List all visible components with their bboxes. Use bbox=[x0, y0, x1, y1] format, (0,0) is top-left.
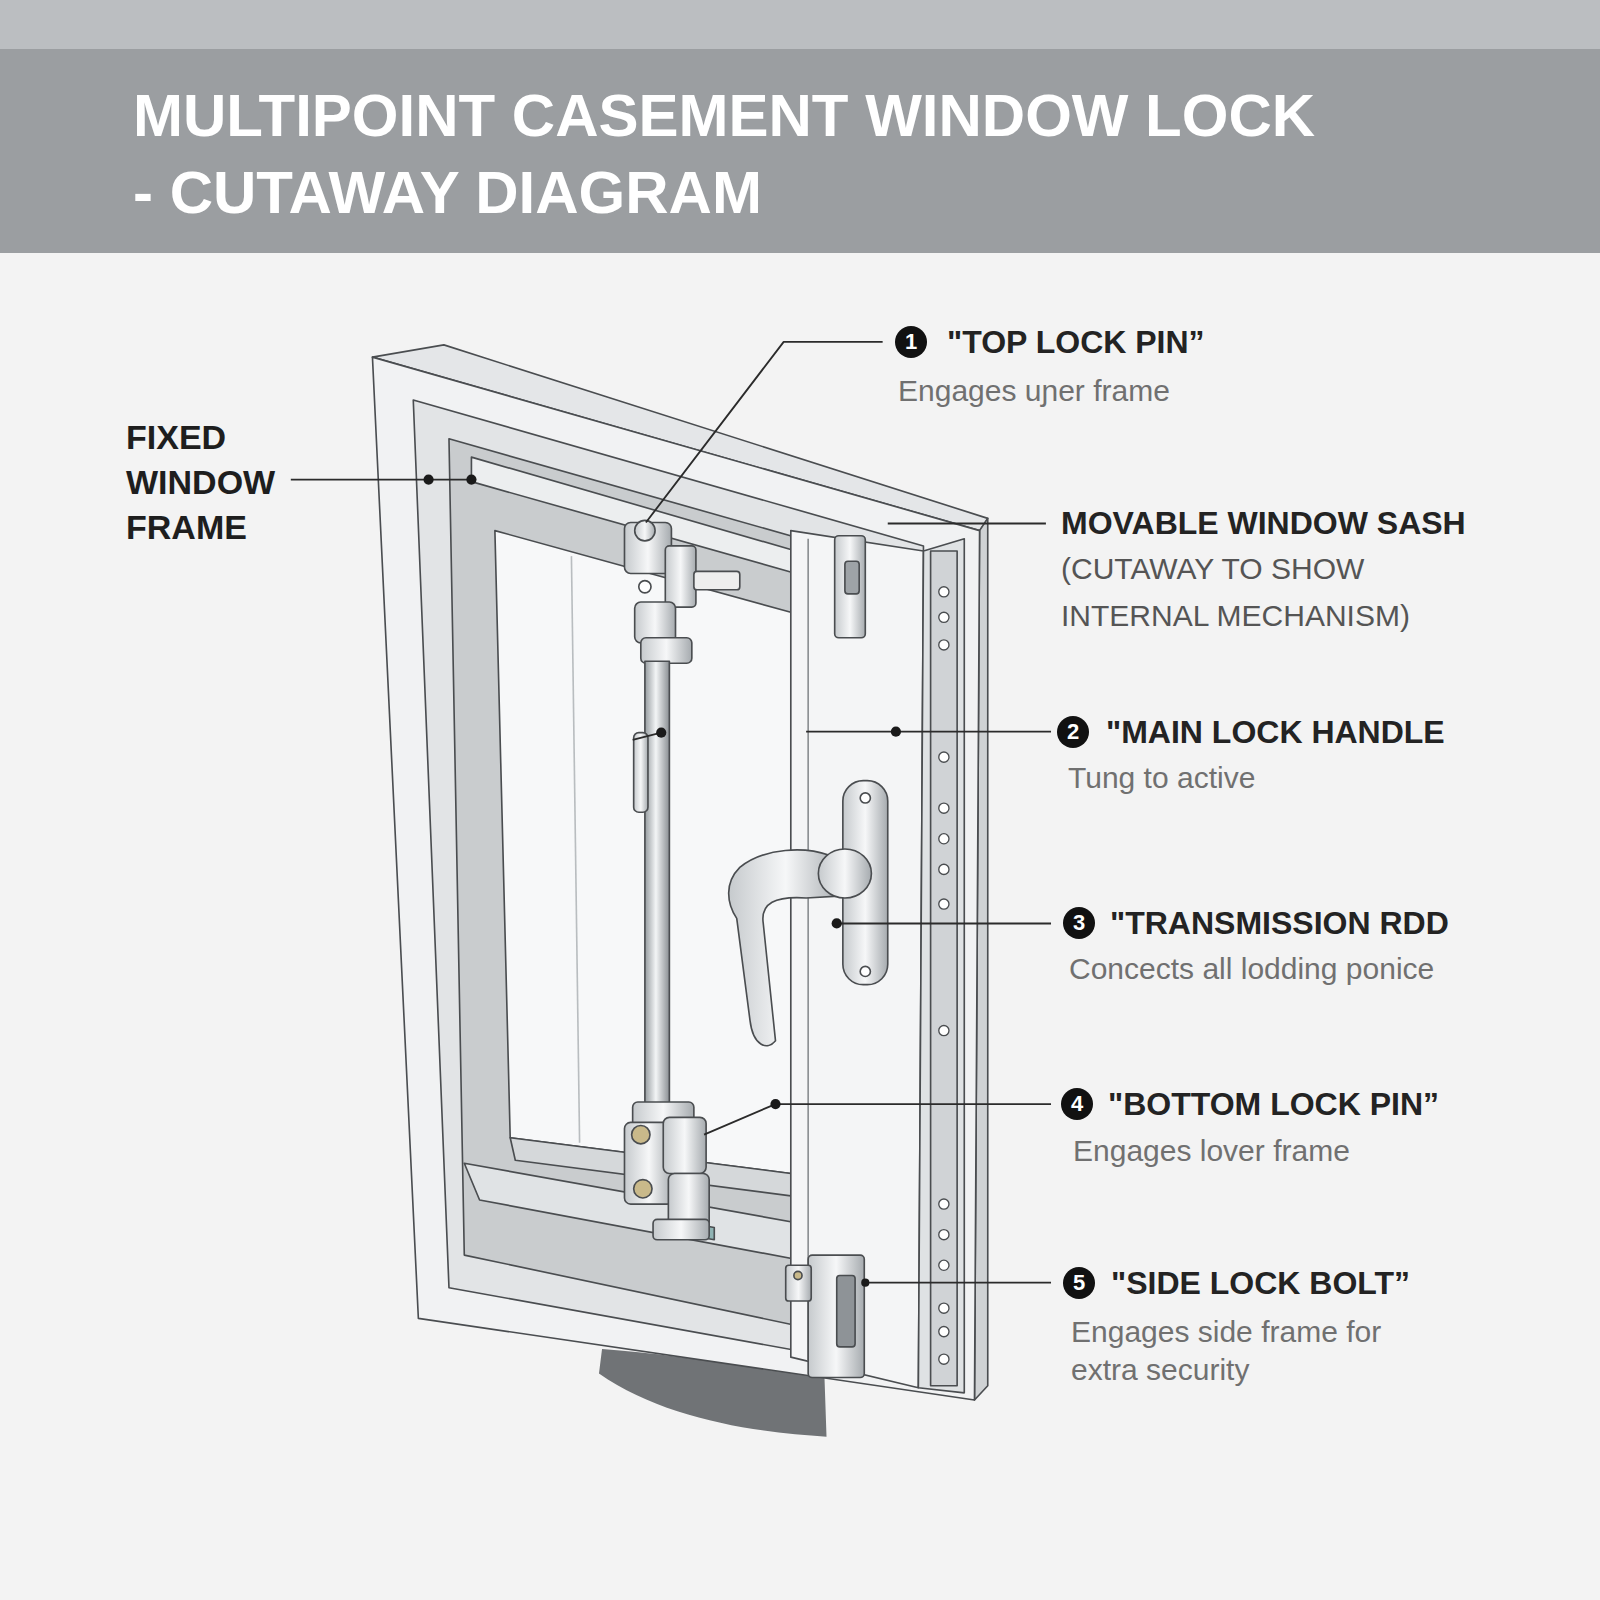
leader-dot bbox=[423, 474, 433, 484]
top-keeper bbox=[835, 536, 866, 638]
leader-dot bbox=[891, 727, 901, 737]
leader-line bbox=[888, 523, 1046, 525]
glass-pane bbox=[495, 531, 791, 1174]
screw bbox=[939, 587, 949, 597]
guide-pin bbox=[634, 733, 648, 813]
callout-number: 5 bbox=[1063, 1267, 1095, 1299]
bottom-bracket bbox=[663, 1117, 706, 1173]
hardware-strip bbox=[931, 551, 958, 1386]
callout-note: Tung to active bbox=[1068, 759, 1255, 797]
transmission-rod bbox=[645, 661, 669, 1104]
hardware-channel bbox=[918, 539, 964, 1393]
callout-note: Concects all lodding ponice bbox=[1069, 950, 1434, 988]
callout-title: "SIDE LOCK BOLT” bbox=[1111, 1263, 1410, 1303]
leader-dot bbox=[861, 1279, 869, 1287]
leader-dot bbox=[656, 728, 666, 738]
leader-line bbox=[806, 731, 1051, 733]
diagram-title: MULTIPOINT CASEMENT WINDOW LOCK - CUTAWA… bbox=[133, 77, 1338, 231]
screw bbox=[939, 1260, 949, 1270]
leader-line bbox=[865, 1282, 1051, 1284]
callout-note: Engages lover frame bbox=[1073, 1132, 1350, 1170]
screw bbox=[939, 834, 949, 844]
screw bbox=[939, 640, 949, 650]
leader-line bbox=[837, 923, 1051, 925]
callout-title: "BOTTOM LOCK PIN” bbox=[1108, 1084, 1439, 1124]
top-strip bbox=[0, 0, 1600, 49]
keeper-slot bbox=[837, 1276, 855, 1347]
screw bbox=[939, 1327, 949, 1337]
callout-number: 3 bbox=[1063, 907, 1095, 939]
leader-dot bbox=[832, 918, 842, 928]
keeper-slot bbox=[845, 561, 859, 594]
fixed-frame bbox=[372, 357, 979, 1400]
leader-dot bbox=[770, 1099, 780, 1109]
callout-number: 1 bbox=[895, 326, 927, 358]
leader-line bbox=[646, 342, 883, 523]
leader-line bbox=[291, 479, 472, 481]
screw bbox=[939, 752, 949, 762]
screw bbox=[939, 1230, 949, 1240]
part-note: (CUTAWAY TO SHOW INTERNAL MECHANISM) bbox=[1061, 545, 1441, 639]
rod-collar bbox=[641, 638, 692, 664]
glass-edge bbox=[571, 556, 579, 1143]
leader-dot bbox=[466, 474, 476, 484]
side-lock-bolt bbox=[786, 1265, 812, 1301]
part-label: MOVABLE WINDOW SASH bbox=[1061, 503, 1466, 543]
leader-line bbox=[704, 1104, 1051, 1135]
screw bbox=[860, 966, 870, 976]
callout-title: "TRANSMISSION RDD bbox=[1110, 903, 1449, 943]
bottom-lock-pin bbox=[632, 1126, 650, 1144]
bottom-foot bbox=[653, 1219, 709, 1239]
screw bbox=[939, 803, 949, 813]
top-slot bbox=[694, 571, 740, 589]
screw bbox=[860, 793, 870, 803]
part-label: FIXED WINDOW FRAME bbox=[126, 415, 296, 550]
callout-title: "MAIN LOCK HANDLE bbox=[1106, 712, 1445, 752]
sash-edge bbox=[807, 539, 809, 1361]
screw bbox=[939, 1199, 949, 1209]
callout-title: "TOP LOCK PIN” bbox=[947, 322, 1205, 362]
sash-stile bbox=[791, 531, 924, 1388]
top-lock-pin bbox=[635, 520, 655, 540]
screw bbox=[939, 1303, 949, 1313]
callout-note: Engages uɲer frame bbox=[898, 372, 1170, 410]
screw bbox=[939, 1354, 949, 1364]
side-keeper bbox=[808, 1255, 864, 1377]
bottom-lock-pin bbox=[634, 1180, 652, 1198]
top-block bbox=[635, 602, 676, 643]
callout-number: 2 bbox=[1057, 716, 1089, 748]
top-bracket bbox=[665, 546, 696, 607]
screw bbox=[939, 899, 949, 909]
bolt-rivet bbox=[794, 1271, 802, 1279]
callout-note: Engages side frame for extra security bbox=[1071, 1313, 1391, 1389]
handle-boss bbox=[818, 849, 871, 898]
screw bbox=[939, 612, 949, 622]
rivet bbox=[639, 581, 651, 593]
screw bbox=[939, 864, 949, 874]
title-band bbox=[0, 49, 1600, 253]
screw bbox=[939, 1026, 949, 1036]
callout-number: 4 bbox=[1061, 1088, 1093, 1120]
